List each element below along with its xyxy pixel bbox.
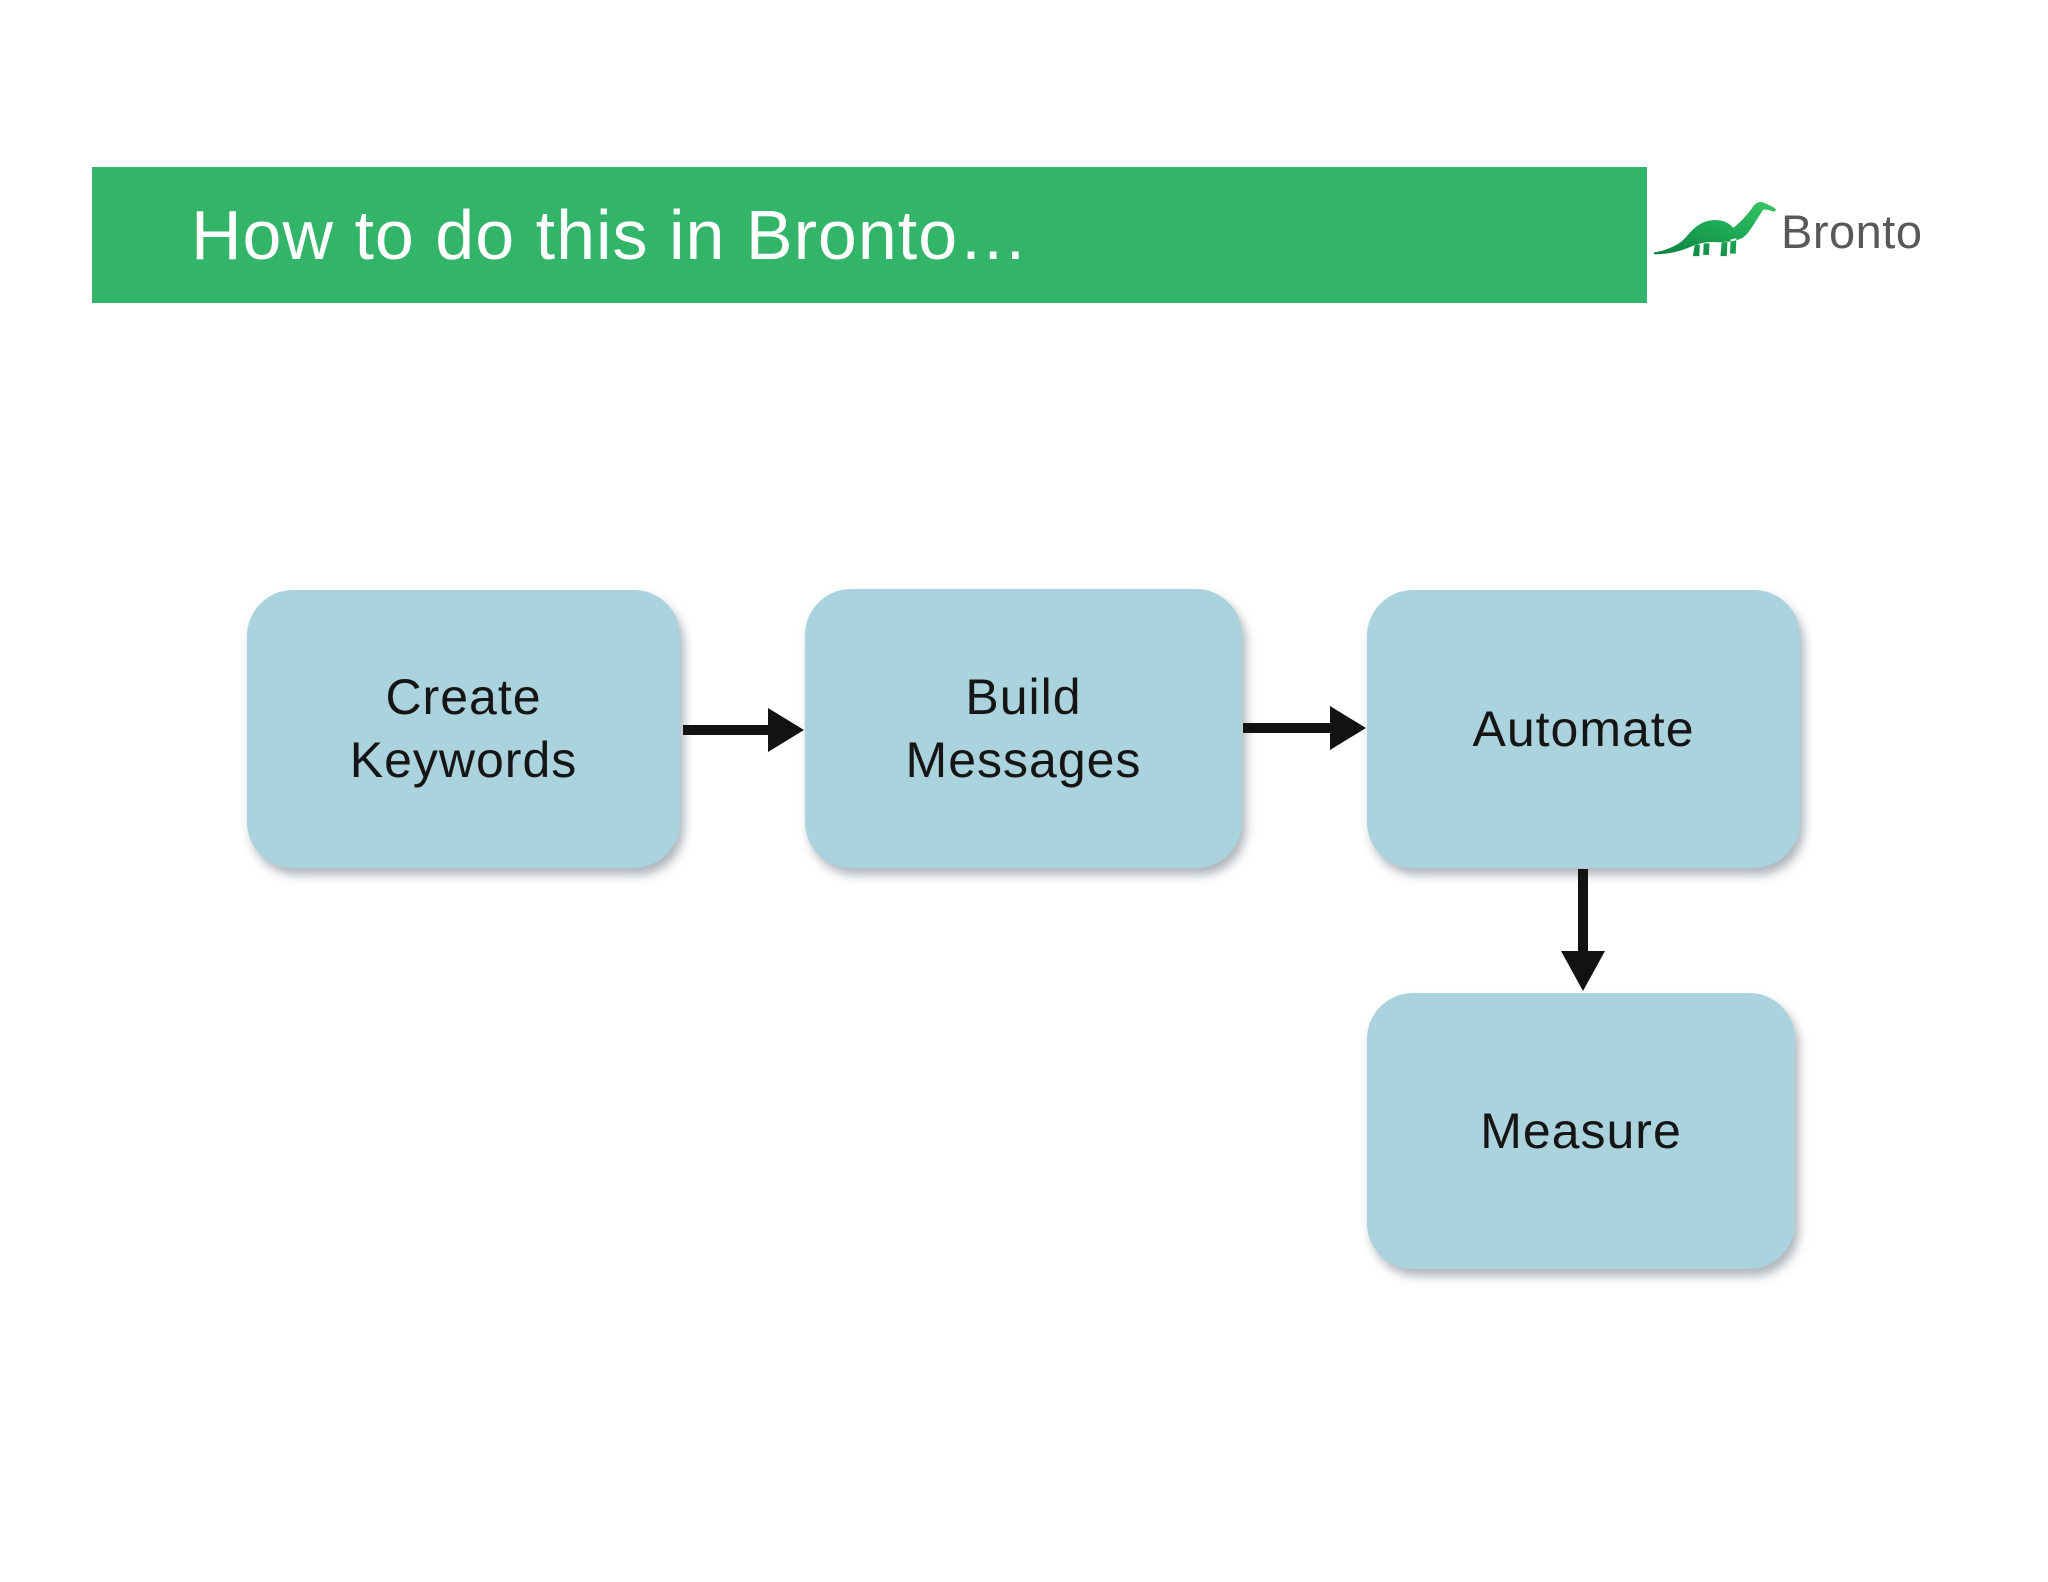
logo-wordmark: Bronto xyxy=(1781,205,1923,258)
arrowhead-right-icon xyxy=(768,708,804,752)
bronto-logo: Bronto xyxy=(1650,198,1922,258)
flow-node-label: Build Messages xyxy=(905,668,1142,788)
flow-node-automate: Automate xyxy=(1367,590,1800,868)
arrow-shaft xyxy=(1578,869,1588,953)
flow-node-label: Measure xyxy=(1480,1102,1682,1159)
arrow-shaft xyxy=(1243,723,1333,733)
arrow-automate-to-measure xyxy=(1561,869,1605,991)
flow-node-label: Create Keywords xyxy=(349,669,578,788)
flow-node-label: Automate xyxy=(1472,700,1695,757)
title-bar: How to do this in Bronto… xyxy=(92,167,1647,303)
flow-node-build-messages: Build Messages xyxy=(805,589,1242,868)
arrow-shaft xyxy=(683,725,771,735)
page-title: How to do this in Bronto… xyxy=(191,196,1030,274)
arrow-build-to-automate xyxy=(1243,706,1366,750)
flow-node-measure: Measure xyxy=(1367,993,1795,1269)
brontosaurus-icon xyxy=(1653,202,1777,257)
arrowhead-right-icon xyxy=(1330,706,1366,750)
flow-node-create-keywords: Create Keywords xyxy=(247,590,680,868)
arrow-create-to-build xyxy=(683,708,804,752)
arrowhead-down-icon xyxy=(1561,951,1605,991)
